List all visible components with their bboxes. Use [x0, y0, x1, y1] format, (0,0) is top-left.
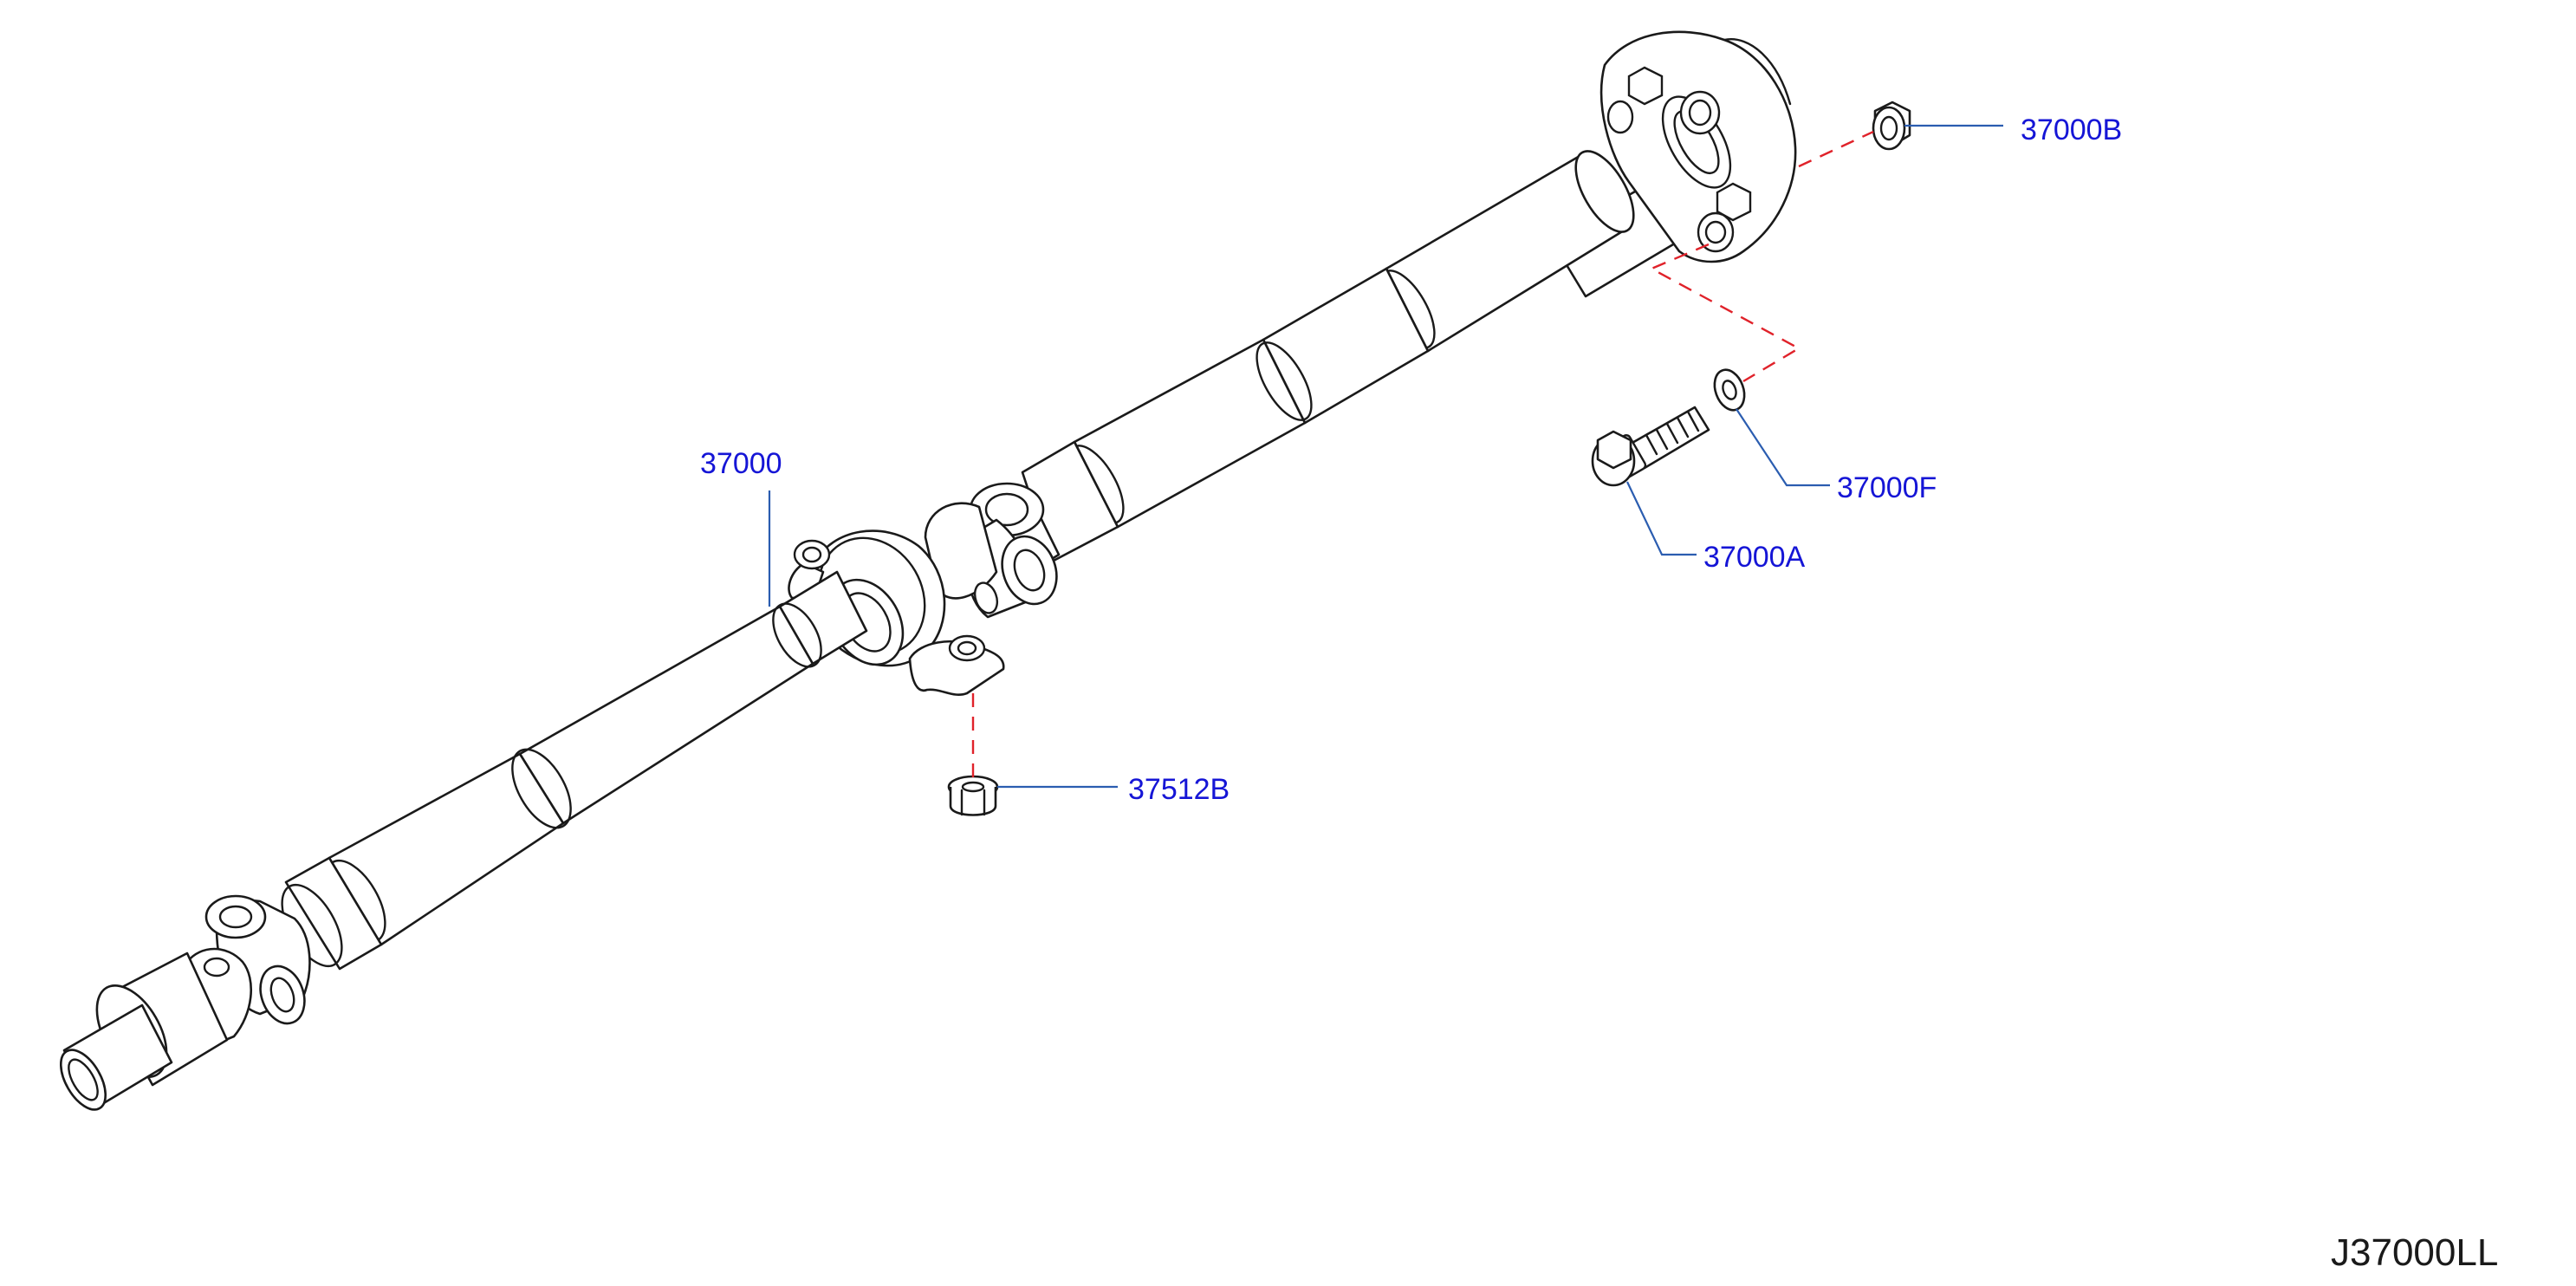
- washer-37000F: [1713, 368, 1746, 412]
- callout-37000F[interactable]: 37000F: [1837, 471, 1937, 504]
- dash-nut-37000B: [1798, 130, 1874, 168]
- dash-bolt-washer: [1649, 243, 1801, 383]
- callout-37512B[interactable]: 37512B: [1128, 773, 1230, 806]
- diagram-code: J37000LL: [2331, 1231, 2499, 1274]
- bolt-37000A: [1591, 406, 1710, 487]
- callout-37000[interactable]: 37000: [700, 447, 782, 480]
- propeller-shaft-front-tube: [281, 570, 868, 971]
- front-universal-joint: [59, 894, 311, 1111]
- nut-37512B: [947, 775, 999, 816]
- alignment-lines: [971, 130, 1874, 780]
- nut-37000B: [1872, 101, 1911, 151]
- leader-37000F: [1736, 408, 1830, 487]
- leader-37000A: [1626, 481, 1697, 556]
- center-universal-joint: [924, 482, 1061, 619]
- rear-flexible-coupling: [1599, 30, 1797, 263]
- callout-37000B[interactable]: 37000B: [2021, 114, 2123, 146]
- propeller-shaft-rear-tube: [1021, 150, 1731, 563]
- callout-37000A[interactable]: 37000A: [1703, 541, 1806, 574]
- leader-lines: [768, 124, 2003, 789]
